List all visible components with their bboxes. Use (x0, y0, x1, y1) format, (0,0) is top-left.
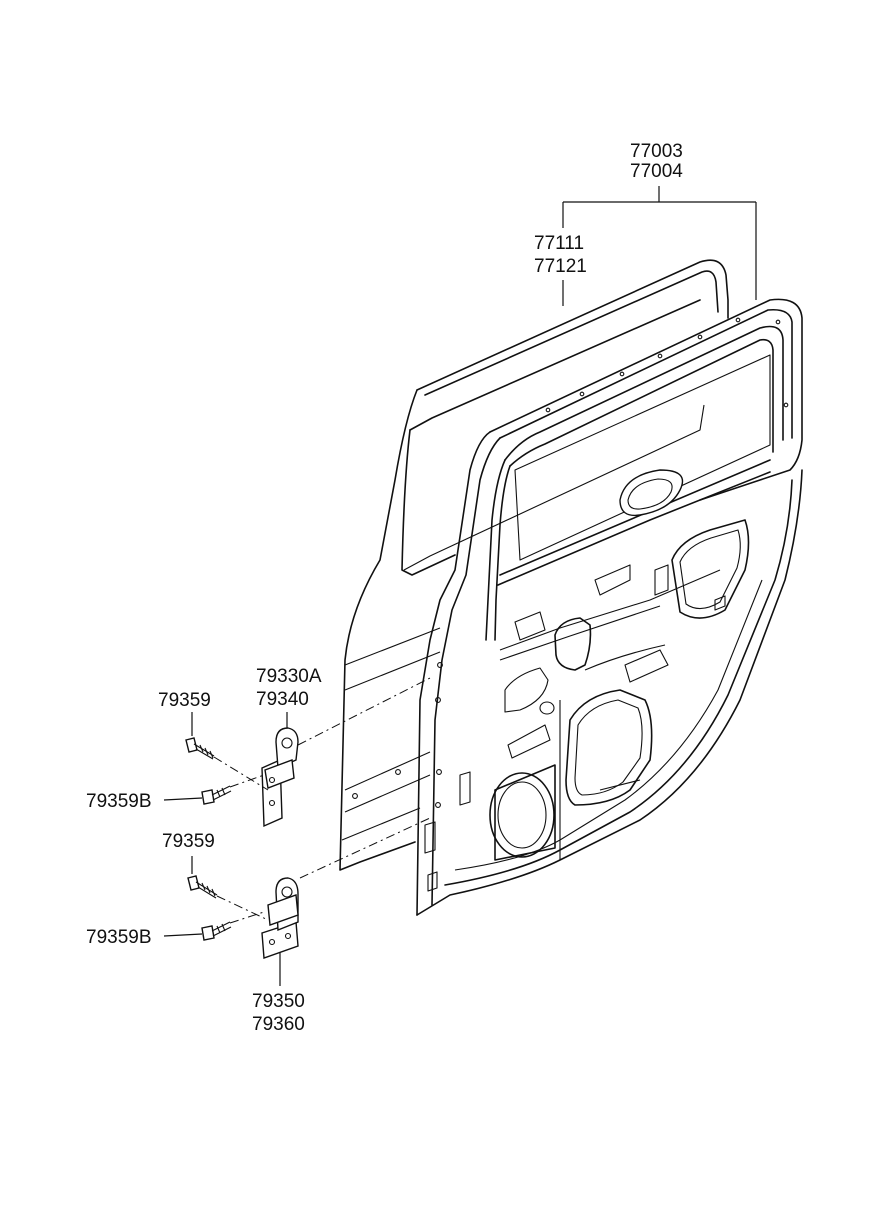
label-upper-hinge-b: 79340 (256, 689, 309, 710)
inner-door-frame (352, 298, 803, 916)
label-upper-bolt: 79359 (158, 690, 211, 711)
upper-hinge (261, 727, 299, 828)
label-door-assy-a: 77003 (630, 141, 683, 162)
leader-lines (163, 186, 757, 986)
bolt-lower-top (187, 875, 218, 899)
part-labels: 77003 77004 77111 77121 79330A 79340 793… (86, 141, 683, 1035)
label-upper-bolt-b: 79359B (86, 791, 152, 812)
speaker-opening (489, 764, 556, 861)
label-lower-bolt-b: 79359B (86, 927, 152, 948)
outer-door-panel (339, 259, 729, 871)
label-upper-hinge-a: 79330A (256, 666, 322, 687)
bolt-upper-bottom (201, 785, 232, 805)
label-panel-b: 77121 (534, 256, 587, 277)
label-lower-hinge-b: 79360 (252, 1014, 305, 1035)
bolt-upper-top (185, 737, 215, 760)
label-lower-bolt: 79359 (162, 831, 215, 852)
label-door-assy-b: 77004 (630, 161, 683, 182)
label-panel-a: 77111 (534, 233, 584, 254)
lower-hinge (261, 877, 299, 959)
bolt-lower-bottom (201, 921, 232, 941)
assembly-lines (213, 677, 431, 924)
label-lower-hinge-a: 79350 (252, 991, 305, 1012)
